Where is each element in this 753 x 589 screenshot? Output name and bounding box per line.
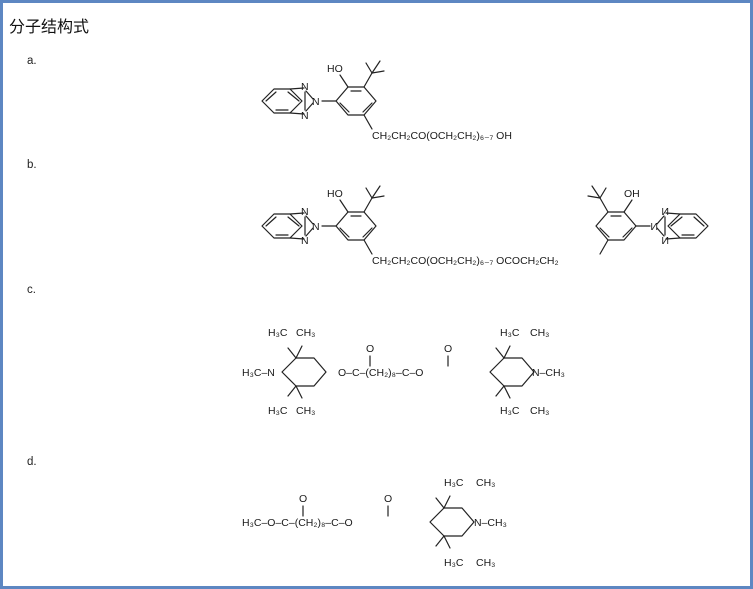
methyl-label: H₃C [268, 327, 288, 339]
svg-text:H₃C–N: H₃C–N [242, 367, 275, 379]
structure-a: HO CH₂CH₂CO(OCH₂CH₂)₆₋₇ OH [261, 60, 512, 142]
page-title: 分子结构式 [9, 17, 90, 36]
methyl-label: CH₃ [476, 557, 495, 569]
svg-text:O: O [299, 493, 307, 505]
methyl-label: CH₃ [530, 327, 549, 339]
structure-label-b: b. [27, 159, 37, 171]
methyl-label: CH₃ [530, 405, 549, 417]
chain-label: CH₂CH₂CO(OCH₂CH₂)₆₋₇ OH [372, 130, 512, 142]
svg-text:O: O [366, 343, 374, 355]
diester-chain: O–C–(CH₂)₈–C–O [338, 367, 423, 379]
chain-label: CH₂CH₂CO(OCH₂CH₂)₆₋₇ OCOCH₂CH₂ [372, 255, 559, 267]
structure-b: HO CH₂CH₂CO(OCH₂CH₂)₆₋₇ OCOCH₂CH₂ OH [261, 185, 709, 267]
svg-text:N–CH₃: N–CH₃ [532, 367, 565, 379]
hydroxyl-label: HO [327, 63, 343, 75]
methyl-label: H₃C [500, 405, 520, 417]
structure-c: H₃C CH₃ H₃C–N H₃C CH₃ O–C–(CH₂)₈–C–O O O… [242, 327, 565, 417]
structure-label-d: d. [27, 456, 37, 468]
structure-label-c: c. [27, 284, 36, 296]
methyl-label: CH₃ [476, 477, 495, 489]
hydroxyl-label-right: OH [624, 188, 640, 200]
methyl-label: CH₃ [296, 327, 315, 339]
methyl-label: CH₃ [296, 405, 315, 417]
structure-label-a: a. [27, 55, 37, 67]
methyl-label: H₃C [268, 405, 288, 417]
methyl-label: H₃C [444, 557, 464, 569]
svg-text:N–CH₃: N–CH₃ [474, 517, 507, 529]
diester-chain: H₃C–O–C–(CH₂)₈–C–O [242, 517, 353, 529]
methyl-label: H₃C [500, 327, 520, 339]
svg-text:O: O [384, 493, 392, 505]
methyl-label: H₃C [444, 477, 464, 489]
structure-d: H₃C–O–C–(CH₂)₈–C–O O O H₃C CH₃ N–CH₃ H₃C… [242, 477, 507, 569]
hydroxyl-label-left: HO [327, 188, 343, 200]
svg-text:O: O [444, 343, 452, 355]
